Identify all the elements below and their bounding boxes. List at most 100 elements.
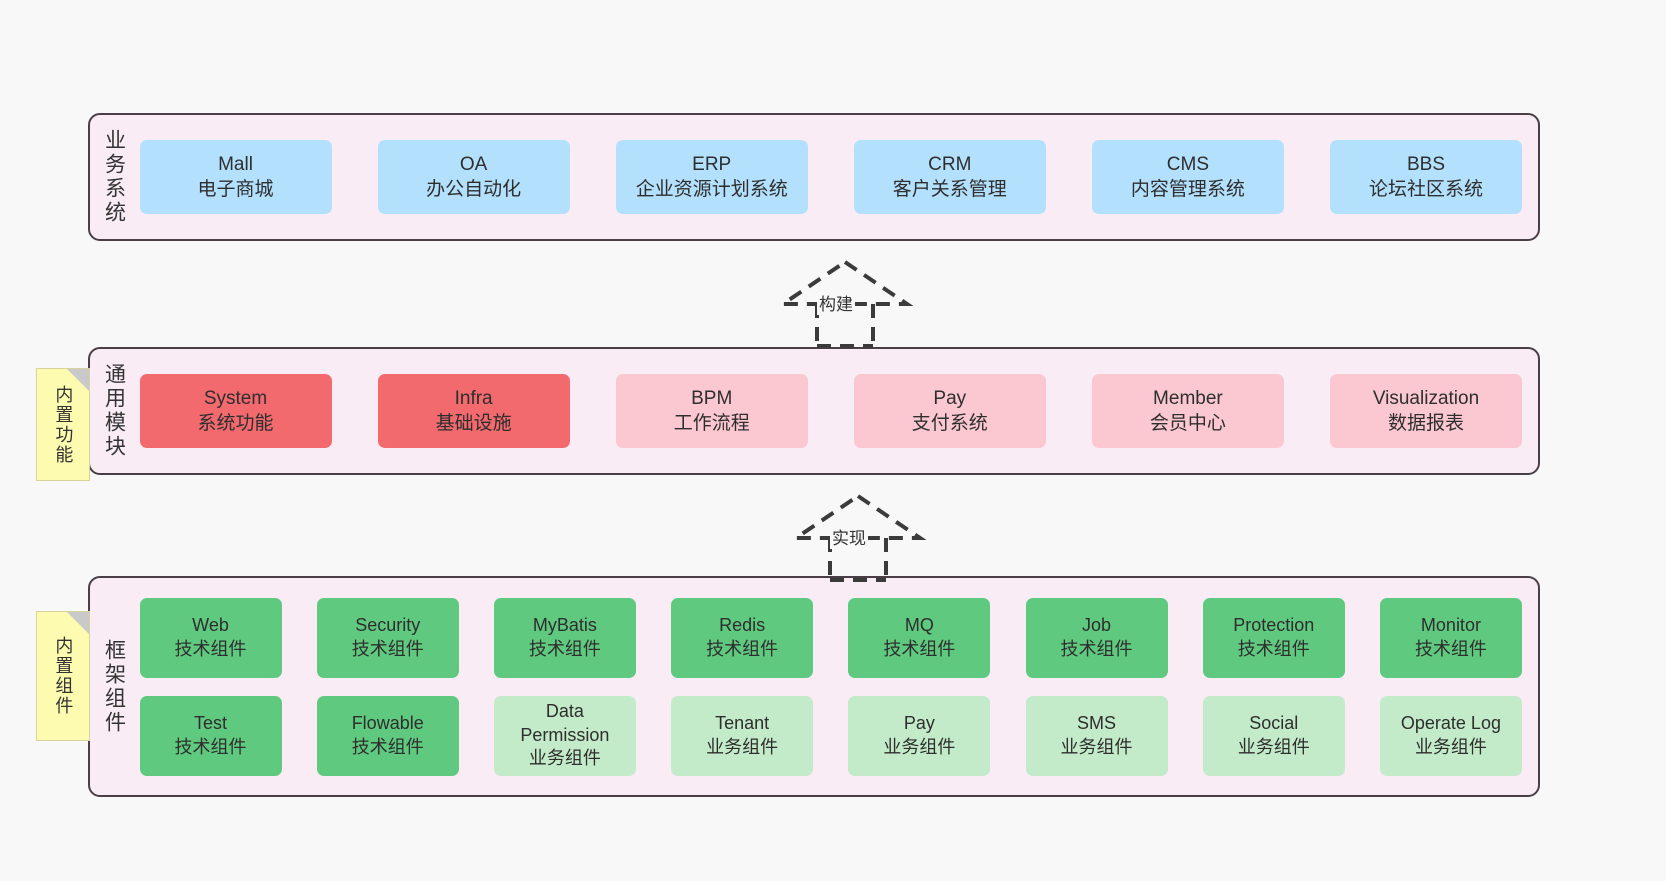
card-cms[interactable]: CMS 内容管理系统 [1091, 140, 1284, 214]
card-bpm-name: BPM [691, 387, 733, 409]
card-member-name: Member [1153, 387, 1223, 409]
card-tenant-desc: 业务组件 [706, 736, 779, 757]
card-job-desc: 技术组件 [1060, 638, 1133, 659]
card-infra-name: Infra [454, 387, 493, 409]
card-bbs-name: BBS [1406, 153, 1445, 175]
card-pay-component[interactable]: Pay 业务组件 [848, 695, 991, 776]
card-bpm-desc: 工作流程 [673, 413, 750, 434]
note-builtin-function[interactable]: 内置功能 [36, 368, 90, 481]
note-builtin-component-label: 内置组件 [53, 636, 74, 716]
card-job-name: Job [1082, 614, 1112, 635]
layer-title-framework: 框架组件 [102, 638, 126, 735]
card-flowable[interactable]: Flowable 技术组件 [316, 695, 459, 776]
module-card-list: System 系统功能 Infra 基础设施 BPM 工作流程 Pay 支付系统… [136, 349, 1538, 473]
card-mq[interactable]: MQ 技术组件 [848, 597, 991, 678]
card-pay-component-name: Pay [903, 712, 935, 733]
card-redis-name: Redis [719, 614, 766, 635]
card-web-name: Web [192, 614, 229, 635]
card-system-desc: 系统功能 [197, 413, 274, 434]
connector-build: 构建 [755, 256, 935, 348]
card-data-permission[interactable]: Data Permission 业务组件 [493, 695, 636, 776]
card-job[interactable]: Job 技术组件 [1025, 597, 1168, 678]
layer-framework-components: 框架组件 Web 技术组件 Security 技术组件 MyBatis 技术组件… [88, 576, 1540, 797]
connector-realize: 实现 [768, 490, 948, 582]
card-security[interactable]: Security 技术组件 [316, 597, 459, 678]
card-visualization-desc: 数据报表 [1387, 413, 1464, 434]
card-social-name: Social [1249, 712, 1299, 733]
connector-build-label: 构建 [817, 290, 855, 315]
card-member-desc: 会员中心 [1149, 413, 1226, 434]
card-system[interactable]: System 系统功能 [139, 374, 332, 448]
card-flowable-desc: 技术组件 [351, 736, 424, 757]
card-protection-name: Protection [1233, 614, 1315, 635]
card-sms-name: SMS [1077, 712, 1117, 733]
card-operate-log[interactable]: Operate Log 业务组件 [1379, 695, 1522, 776]
layer-title-modules: 通用模块 [102, 363, 126, 459]
card-flowable-name: Flowable [351, 712, 424, 733]
card-mybatis-desc: 技术组件 [528, 638, 601, 659]
card-mq-name: MQ [904, 614, 934, 635]
card-web-desc: 技术组件 [174, 638, 247, 659]
card-pay-module-name: Pay [933, 387, 967, 409]
card-protection-desc: 技术组件 [1237, 638, 1310, 659]
layer-business-systems: 业务系统 Mall 电子商城 OA 办公自动化 ERP 企业资源计划系统 CRM… [88, 113, 1540, 241]
card-monitor-name: Monitor [1420, 614, 1481, 635]
card-bbs[interactable]: BBS 论坛社区系统 [1329, 140, 1522, 214]
framework-row-business: Test 技术组件 Flowable 技术组件 Data Permission … [139, 695, 1522, 776]
card-cms-desc: 内容管理系统 [1130, 179, 1245, 200]
card-member[interactable]: Member 会员中心 [1091, 374, 1284, 448]
card-infra[interactable]: Infra 基础设施 [377, 374, 570, 448]
card-oa[interactable]: OA 办公自动化 [377, 140, 570, 214]
card-protection[interactable]: Protection 技术组件 [1202, 597, 1345, 678]
card-crm-desc: 客户关系管理 [892, 179, 1007, 200]
card-test[interactable]: Test 技术组件 [139, 695, 282, 776]
card-oa-desc: 办公自动化 [426, 179, 522, 200]
note-fold-corner-icon [67, 369, 89, 391]
card-redis[interactable]: Redis 技术组件 [671, 597, 814, 678]
card-sms[interactable]: SMS 业务组件 [1025, 695, 1168, 776]
note-builtin-component[interactable]: 内置组件 [36, 611, 90, 741]
card-erp[interactable]: ERP 企业资源计划系统 [615, 140, 808, 214]
card-test-desc: 技术组件 [174, 736, 247, 757]
card-visualization[interactable]: Visualization 数据报表 [1329, 374, 1522, 448]
card-tenant[interactable]: Tenant 业务组件 [671, 695, 814, 776]
card-bpm[interactable]: BPM 工作流程 [615, 374, 808, 448]
card-pay-module[interactable]: Pay 支付系统 [853, 374, 1046, 448]
framework-card-list: Web 技术组件 Security 技术组件 MyBatis 技术组件 Redi… [136, 578, 1538, 795]
card-monitor[interactable]: Monitor 技术组件 [1379, 597, 1522, 678]
card-mybatis[interactable]: MyBatis 技术组件 [493, 597, 636, 678]
card-pay-component-desc: 业务组件 [883, 736, 956, 757]
card-system-name: System [203, 387, 268, 409]
card-web[interactable]: Web 技术组件 [139, 597, 282, 678]
card-social[interactable]: Social 业务组件 [1202, 695, 1345, 776]
card-cms-name: CMS [1166, 153, 1209, 175]
card-mall-desc: 电子商城 [197, 179, 274, 200]
card-bbs-desc: 论坛社区系统 [1368, 179, 1483, 200]
card-mall[interactable]: Mall 电子商城 [139, 140, 332, 214]
card-security-desc: 技术组件 [351, 638, 424, 659]
card-erp-desc: 企业资源计划系统 [635, 179, 788, 200]
card-oa-name: OA [459, 153, 488, 175]
card-mybatis-name: MyBatis [532, 614, 597, 635]
card-social-desc: 业务组件 [1237, 736, 1310, 757]
card-redis-desc: 技术组件 [706, 638, 779, 659]
card-pay-module-desc: 支付系统 [911, 413, 988, 434]
card-operate-log-name: Operate Log [1400, 712, 1501, 733]
card-mq-desc: 技术组件 [883, 638, 956, 659]
note-fold-corner-icon [67, 612, 89, 634]
card-crm-name: CRM [928, 153, 972, 175]
card-visualization-name: Visualization [1372, 387, 1480, 409]
layer-common-modules: 通用模块 System 系统功能 Infra 基础设施 BPM 工作流程 Pay… [88, 347, 1540, 475]
connector-realize-label: 实现 [830, 524, 868, 549]
card-infra-desc: 基础设施 [435, 413, 512, 434]
card-data-permission-name2: Permission [520, 724, 610, 745]
card-test-name: Test [194, 712, 228, 733]
card-mall-name: Mall [218, 153, 253, 175]
business-card-list: Mall 电子商城 OA 办公自动化 ERP 企业资源计划系统 CRM 客户关系… [136, 115, 1538, 239]
card-data-permission-name: Data [545, 700, 584, 721]
card-operate-log-desc: 业务组件 [1414, 736, 1487, 757]
card-erp-name: ERP [692, 153, 732, 175]
card-data-permission-desc: 业务组件 [528, 748, 601, 769]
card-crm[interactable]: CRM 客户关系管理 [853, 140, 1046, 214]
